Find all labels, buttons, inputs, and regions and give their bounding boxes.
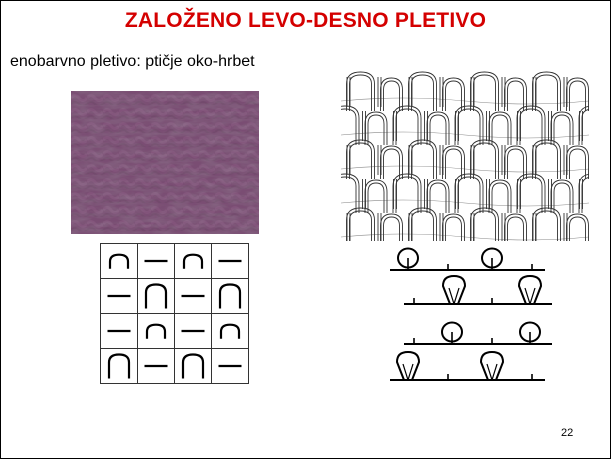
needle-notation (390, 247, 552, 381)
knit-loop-symbol (107, 353, 131, 379)
knit-loop (408, 207, 437, 241)
knit-loop (473, 74, 496, 111)
knit-loop (395, 176, 419, 213)
knit-loop (349, 142, 372, 179)
knit-loop (569, 216, 586, 241)
knit-loop (516, 173, 546, 213)
knit-loop (408, 139, 437, 179)
knit-loop (411, 210, 434, 241)
drop-loop-inner (524, 287, 531, 305)
knit-loop (411, 74, 434, 111)
knit-loop (383, 148, 400, 179)
knit-loop (341, 173, 360, 213)
knit-loop (532, 139, 561, 179)
knit-loop (470, 207, 499, 241)
knit-loop (507, 148, 524, 179)
knit-loop (553, 182, 571, 213)
knit-loop (445, 216, 462, 241)
knit-loop (392, 105, 422, 145)
knit-loop (507, 80, 524, 111)
slide-subtitle: enobarvno pletivo: ptičje oko-hrbet (10, 53, 255, 70)
knit-loop (569, 80, 586, 111)
knit-loop (395, 108, 419, 145)
knit-loop-symbol (108, 253, 130, 269)
knit-loop (535, 74, 558, 111)
knit-loop-symbol (144, 283, 168, 309)
knit-loop (454, 105, 484, 145)
course-line (341, 97, 589, 105)
fabric-texture (71, 91, 259, 234)
knit-loop (581, 108, 589, 145)
knit-loop (454, 173, 484, 213)
knit-loop (470, 139, 499, 179)
knit-loop (457, 176, 481, 213)
knit-loop (569, 148, 586, 179)
page-number: 22 (561, 427, 574, 439)
knit-loop (532, 71, 561, 111)
knit-loop (491, 114, 509, 145)
knit-loop (470, 71, 499, 111)
knit-loop (367, 114, 385, 145)
knit-loop (383, 216, 400, 241)
knit-loop (408, 71, 437, 111)
stitch-grid (100, 243, 249, 384)
grid-cell (100, 243, 138, 279)
knit-loop (507, 216, 524, 241)
course-line (341, 233, 589, 241)
grid-cell (211, 313, 249, 349)
knit-loop (473, 210, 496, 241)
drop-loop-inner (402, 363, 409, 381)
knit-loop (535, 142, 558, 179)
knit-loop (341, 108, 357, 145)
knit-loop (429, 182, 447, 213)
drop-loop (441, 274, 467, 305)
drop-loop-inner (529, 287, 536, 305)
course-line (341, 165, 589, 173)
knit-loop (553, 114, 571, 145)
knit-loop (346, 139, 375, 179)
drop-loop-inner (448, 287, 455, 305)
knit-loop (581, 176, 589, 213)
drop-loop (517, 274, 543, 305)
knit-loop (491, 182, 509, 213)
knit-loop (445, 148, 462, 179)
grid-cell (137, 313, 175, 349)
drop-loop (395, 350, 421, 381)
knit-loop (519, 108, 543, 145)
drop-loop-inner (491, 363, 498, 381)
knit-loop (392, 173, 422, 213)
grid-cell (174, 243, 212, 279)
knit-loop-symbol (181, 353, 205, 379)
knit-loop (457, 108, 481, 145)
knit-loop (341, 105, 360, 145)
drop-loop-inner (453, 287, 460, 305)
knit-loop (473, 142, 496, 179)
knit-loop-symbol (182, 253, 204, 269)
knit-loop (519, 176, 543, 213)
knit-loop (411, 142, 434, 179)
knit-loop (532, 207, 561, 241)
knit-loop (535, 210, 558, 241)
knit-loop (349, 210, 372, 241)
knit-loop (516, 105, 546, 145)
loop-structure-diagram (341, 71, 589, 241)
drop-loop-inner (486, 363, 493, 381)
knit-loop (349, 74, 372, 111)
knit-loop-symbol (218, 283, 242, 309)
slide-title: ZALOŽENO LEVO-DESNO PLETIVO (124, 9, 487, 32)
knit-loop (445, 80, 462, 111)
fabric-photo (71, 91, 259, 234)
knit-loop-symbol (145, 323, 167, 339)
knit-loop (429, 114, 447, 145)
knit-loop (346, 71, 375, 111)
drop-loop-inner (407, 363, 414, 381)
drop-loop (479, 350, 505, 381)
knit-loop (341, 176, 357, 213)
knit-loop (383, 80, 400, 111)
knit-loop (367, 182, 385, 213)
knit-loop-symbol (219, 323, 241, 339)
